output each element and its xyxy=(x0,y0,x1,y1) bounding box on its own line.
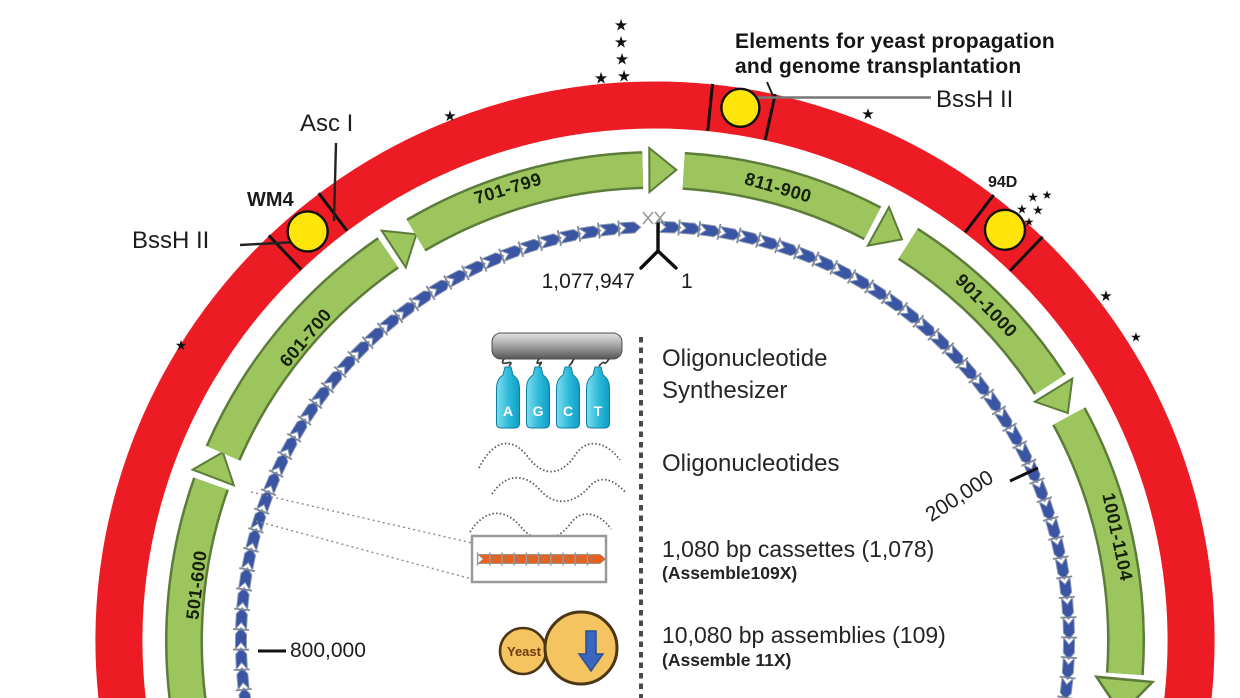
wm4-label: WM4 xyxy=(247,189,294,211)
svg-text:★: ★ xyxy=(615,50,629,69)
yellow-marker xyxy=(720,87,761,128)
synthesizer-label-line1: Oligonucleotide xyxy=(662,345,828,372)
cassettes-subnote: (Assemble109X) xyxy=(662,563,798,583)
synthesizer-label-line2: Synthesizer xyxy=(662,377,788,405)
svg-text:★: ★ xyxy=(1042,188,1053,202)
marker-94d-label: 94D xyxy=(988,174,1018,191)
svg-text:T: T xyxy=(594,403,603,419)
yellow-site-marker-elements xyxy=(720,87,761,128)
origin-marker xyxy=(639,222,678,270)
position-800k-label: 800,000 xyxy=(290,639,366,662)
origin-gap-marker xyxy=(642,211,666,225)
elements-title-line2: and genome transplantation xyxy=(735,54,1022,78)
svg-text:★: ★ xyxy=(614,33,628,52)
reagent-bottle-icon: G xyxy=(526,366,550,429)
reagent-bottle-icon: A xyxy=(496,366,520,429)
svg-text:★: ★ xyxy=(1024,215,1035,229)
svg-text:★: ★ xyxy=(1032,204,1044,219)
yellow-site-marker-wm4 xyxy=(286,210,329,253)
yeast-icon xyxy=(498,610,619,686)
cassettes-label: 1,080 bp cassettes (1,078) xyxy=(662,536,935,562)
svg-text:★: ★ xyxy=(1027,191,1039,206)
star-markers: ★★★★★★★★★★★★★★★ xyxy=(175,16,1142,355)
svg-text:★: ★ xyxy=(1099,287,1112,305)
bssh2-label-left: BssH II xyxy=(132,227,210,254)
yellow-site-marker-94d xyxy=(983,208,1027,251)
svg-text:★: ★ xyxy=(175,338,188,354)
yellow-marker xyxy=(983,208,1027,251)
reagent-bottle-icon: C xyxy=(556,366,580,429)
marker-boundary-ticks xyxy=(267,83,1044,272)
outer-red-ring xyxy=(95,81,1215,698)
oligo-squiggles xyxy=(469,442,627,541)
svg-text:★: ★ xyxy=(861,105,874,123)
oligonucleotides-label: Oligonucleotides xyxy=(662,450,840,477)
svg-text:A: A xyxy=(503,403,513,419)
svg-text:★: ★ xyxy=(1016,203,1028,218)
svg-text:★: ★ xyxy=(443,107,456,125)
svg-text:C: C xyxy=(563,403,573,419)
svg-text:G: G xyxy=(533,403,544,419)
svg-text:★: ★ xyxy=(1130,331,1142,346)
yellow-marker xyxy=(286,210,329,253)
svg-text:★: ★ xyxy=(617,67,631,86)
green-segment-ring xyxy=(165,145,1156,698)
asc1-label: Asc I xyxy=(300,110,354,137)
leader-lines xyxy=(239,81,1039,653)
cassette-box-icon xyxy=(470,534,608,584)
synthesizer-label: Oligonucleotide Synthesizer xyxy=(662,343,827,408)
svg-text:★: ★ xyxy=(594,69,608,88)
down-arrow-icon xyxy=(577,630,605,673)
bssh2-label-right: BssH II xyxy=(936,86,1014,113)
reagent-bottle-icon: T xyxy=(586,366,610,429)
origin-right-label: 1 xyxy=(681,270,693,293)
elements-title-line1: Elements for yeast propagation xyxy=(735,30,1055,53)
svg-text:★: ★ xyxy=(614,16,628,35)
origin-left-label: 1,077,947 xyxy=(541,270,635,293)
assemblies-label: 10,080 bp assemblies (109) xyxy=(662,622,946,648)
yeast-label: Yeast xyxy=(507,644,541,659)
assemblies-subnote: (Assemble 11X) xyxy=(662,650,792,670)
elements-title: Elements for yeast propagation and genom… xyxy=(735,30,1055,80)
blue-cassette-ring xyxy=(232,218,1078,698)
